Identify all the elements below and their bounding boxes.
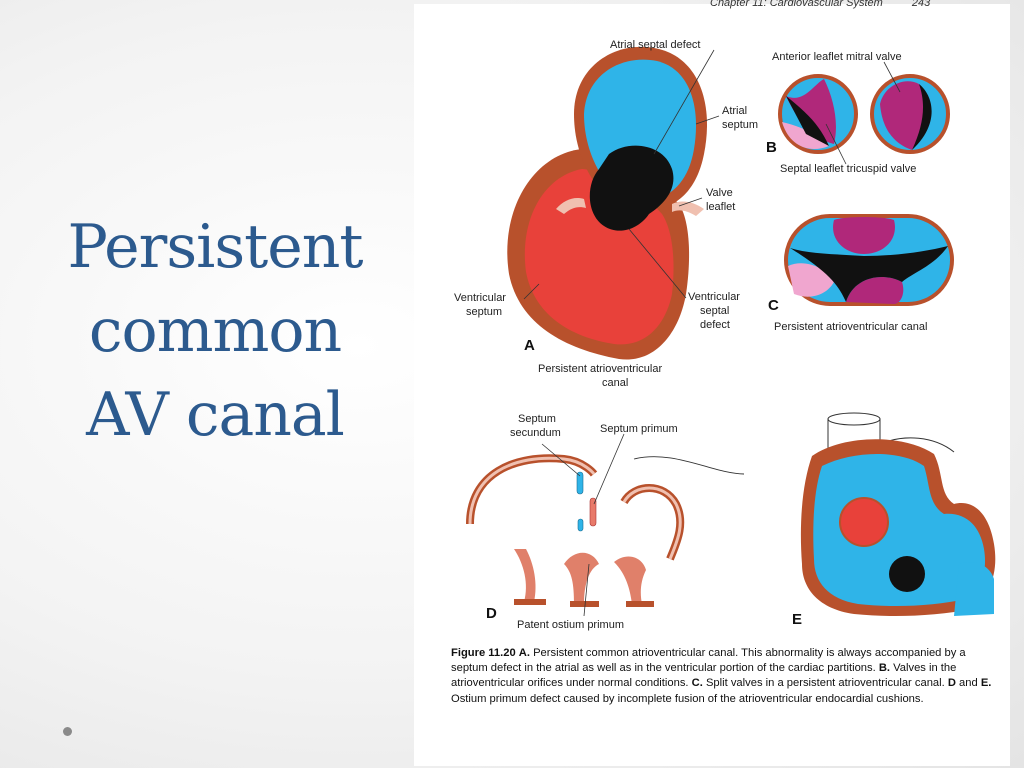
caption-label-d: D [947,677,956,690]
valve-leaflet [672,201,704,216]
figure-caption: Figure 11.20 A. Persistent common atriov… [451,646,999,707]
panel-b-valves: Anterior leaflet mitral valve B Septal l… [766,51,950,175]
label-atrial-septum: septum [722,119,758,131]
label-atrial-septum: Atrial [722,105,747,117]
panel-e-heart: E [792,412,996,628]
caption-label-a: A. [518,647,530,659]
label-septal-leaflet-tricuspid-valve: Septal leaflet tricuspid valve [780,163,916,175]
slide-title: Persistent common AV canal [30,205,400,457]
label-ventricular-septal-defect: septal [700,305,729,317]
label-anterior-leaflet-mitral-valve: Anterior leaflet mitral valve [772,51,902,63]
caption-text-c: Split valves in a persistent atrioventri… [705,677,945,690]
panel-label-a: A [524,337,535,354]
title-line: Persistent [67,212,363,282]
label-patent-ostium-primum: Patent ostium primum [517,619,624,631]
label-valve-leaflet: Valve [706,187,733,199]
caption-text-de: Ostium primum defect caused by incomplet… [451,692,924,705]
bullet-dot [63,727,72,736]
title-line: common [88,296,342,366]
panel-d-septa: Septum secundum Septum primum D Patent o… [466,413,745,631]
caption-text-a: Persistent common atrioventricular canal… [451,647,966,675]
caption-label-b: B. [878,662,891,675]
figure-illustration: Atrial septal defect Atrial septum Valve… [454,39,996,631]
caption-text-b: Valves in the atrioventricular orifices … [451,662,957,690]
running-header: Chapter 11: Cardiovascular System 243 [710,0,930,9]
caption-label-c: C. [691,677,703,690]
page-number: 243 [911,0,931,9]
panel-c-split-valves: C Persistent atrioventricular canal [768,214,954,333]
label-valve-leaflet: leaflet [706,201,735,213]
label-septum-secundum: secundum [510,427,561,439]
label-ventricular-septum: Ventricular [454,292,506,304]
running-header-text: Chapter 11: Cardiovascular System [710,0,883,9]
title-line: AV canal [86,380,345,450]
label-septum-secundum: Septum [518,413,556,425]
label-ventricular-septal-defect: defect [700,319,730,331]
panel-label-d: D [486,605,497,622]
panel-label-e: E [792,611,802,628]
label-persistent-av-canal: canal [602,377,628,389]
panel-label-b: B [766,139,777,156]
valve-leaflet [556,198,586,214]
label-ventricular-septum: septum [466,306,502,318]
caption-figure-number: Figure 11.20 [451,647,516,659]
label-ventricular-septal-defect: Ventricular [688,291,740,303]
caption-and: and [959,677,978,690]
textbook-figure: Chapter 11: Cardiovascular System 243 At… [414,0,1010,766]
label-persistent-av-canal: Persistent atrioventricular [538,363,662,375]
label-persistent-av-canal-c: Persistent atrioventricular canal [774,321,927,333]
av-defect [589,145,674,231]
panel-a-heart: Atrial septal defect Atrial septum Valve… [454,39,758,389]
caption-label-e: E. [980,677,992,690]
panel-label-c: C [768,297,779,314]
label-septum-primum: Septum primum [600,423,678,435]
label-atrial-septal-defect: Atrial septal defect [610,39,701,51]
